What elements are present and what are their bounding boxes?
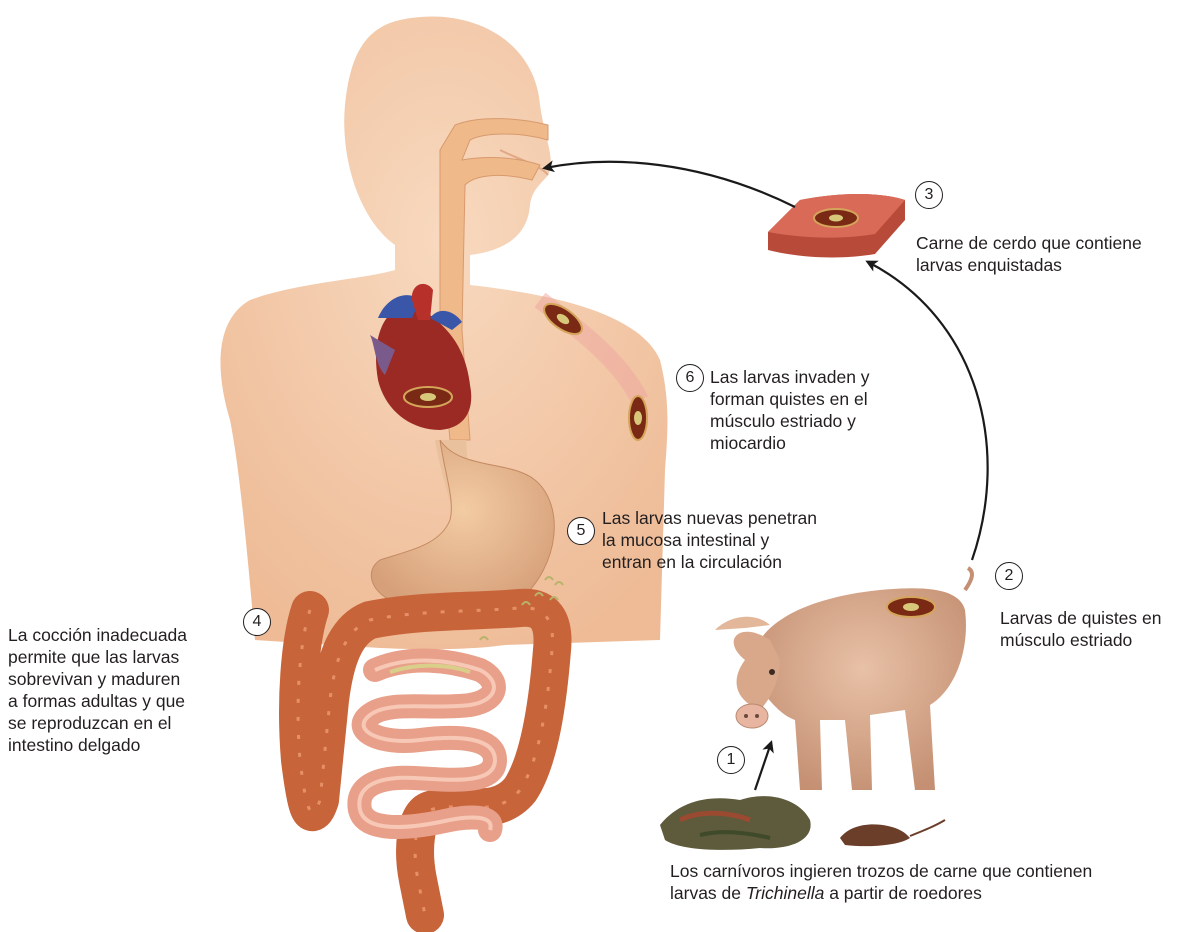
step-6-line-3: músculo estriado y: [710, 410, 870, 432]
arrow-pig-to-pork: [868, 262, 988, 560]
step-6-number: 6: [676, 364, 704, 392]
step-5-number: 5: [567, 517, 595, 545]
step-6-line-4: miocardio: [710, 432, 870, 454]
step-4-line-4: a formas adultas y que: [8, 690, 187, 712]
step-1-caption: Los carnívoros ingieren trozos de carne …: [670, 860, 1092, 904]
rodent-and-carcass: [660, 796, 945, 850]
step-1-line-2-suffix: a partir de roedores: [824, 883, 982, 903]
step-3-line-1: Carne de cerdo que contiene: [916, 232, 1142, 254]
step-4-line-6: intestino delgado: [8, 734, 187, 756]
step-1-genus-name: Trichinella: [746, 883, 824, 903]
step-3-line-2: larvas enquistadas: [916, 254, 1142, 276]
arrow-carcass-to-pig: [755, 743, 771, 790]
step-2-number: 2: [995, 562, 1023, 590]
step-3-number: 3: [915, 181, 943, 209]
step-4-number: 4: [243, 608, 271, 636]
step-1-line-2-prefix: larvas de: [670, 883, 746, 903]
step-5-line-2: la mucosa intestinal y: [602, 529, 817, 551]
step-6-line-2: forman quistes en el: [710, 388, 870, 410]
step-4-line-1: La cocción inadecuada: [8, 624, 187, 646]
step-1-line-1: Los carnívoros ingieren trozos de carne …: [670, 860, 1092, 882]
step-6-caption: Las larvas invaden y forman quistes en e…: [710, 366, 870, 454]
step-2-caption: Larvas de quistes en músculo estriado: [1000, 607, 1162, 651]
step-4-line-3: sobrevivan y maduren: [8, 668, 187, 690]
step-3-caption: Carne de cerdo que contiene larvas enqui…: [916, 232, 1142, 276]
step-1-number: 1: [717, 746, 745, 774]
step-5-caption: Las larvas nuevas penetran la mucosa int…: [602, 507, 817, 573]
step-2-line-2: músculo estriado: [1000, 629, 1162, 651]
step-6-line-1: Las larvas invaden y: [710, 366, 870, 388]
pig: [715, 568, 972, 790]
arrow-pork-to-mouth: [545, 162, 795, 207]
step-2-line-1: Larvas de quistes en: [1000, 607, 1162, 629]
step-1-line-2: larvas de Trichinella a partir de roedor…: [670, 882, 1092, 904]
step-4-line-2: permite que las larvas: [8, 646, 187, 668]
step-4-line-5: se reproduzcan en el: [8, 712, 187, 734]
step-5-line-1: Las larvas nuevas penetran: [602, 507, 817, 529]
step-4-caption: La cocción inadecuada permite que las la…: [8, 624, 187, 756]
step-5-line-3: entran en la circulación: [602, 551, 817, 573]
